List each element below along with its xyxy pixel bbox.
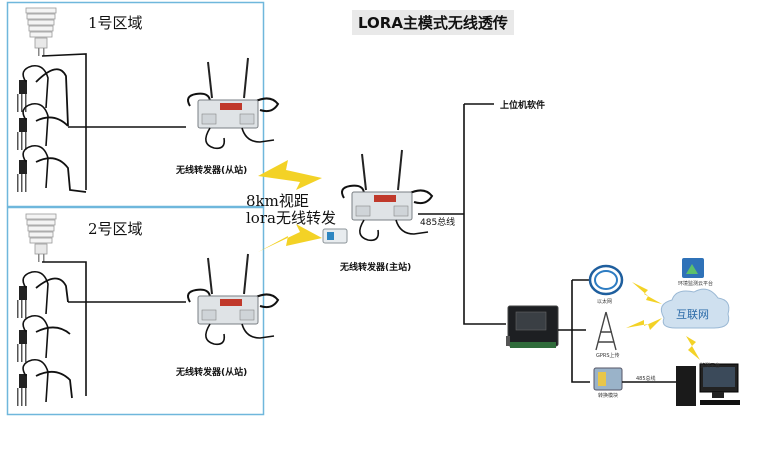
ethernet-cable-icon [588,264,624,296]
module-bottom-label: 转换模块 [598,393,619,399]
slave2-label: 无线转发器(从站) [176,368,248,378]
zone1-border [6,1,265,208]
converter-module-icon [593,367,623,391]
master-label: 无线转发器(主站) [340,263,412,273]
desktop-pc-icon [622,363,740,406]
zone2-label: 2号区域 [88,220,143,238]
cloud-platform-icon [682,258,704,278]
link-type-label: lora无线转发 [246,209,336,227]
wireless-link-bolts [258,160,322,252]
zone1-label: 1号区域 [88,14,143,32]
link-distance-label: 8km视距 [246,192,309,210]
zone1-sensors [17,7,186,193]
gprs-tower-icon [595,311,617,351]
bus-485-label: 485总线 [420,218,456,228]
slave2-transceiver [187,253,279,346]
gprs-label: GPRS上传 [596,353,620,359]
platform-right-label: 监测平台 [700,363,721,369]
internet-label: 互联网 [676,308,709,321]
page-title: LORA主模式无线透传 [352,10,514,35]
zone2-sensors [17,213,186,406]
slave1-label: 无线转发器(从站) [176,166,248,176]
master-transceiver [341,149,433,242]
ethernet-label: 以太网 [597,299,613,305]
output-branches [558,279,590,383]
bus-485-lines [418,103,506,325]
master-power-module [322,228,348,244]
platform-top-label: 环境监测云平台 [678,281,714,287]
bus-bottom-label: 485总线 [636,376,656,382]
data-logger [506,305,559,348]
internet-cloud [660,288,730,329]
zone2-border [6,206,265,416]
cloud-link-bolts [626,282,700,360]
host-software-label: 上位机软件 [500,101,546,111]
slave1-transceiver [187,57,279,150]
